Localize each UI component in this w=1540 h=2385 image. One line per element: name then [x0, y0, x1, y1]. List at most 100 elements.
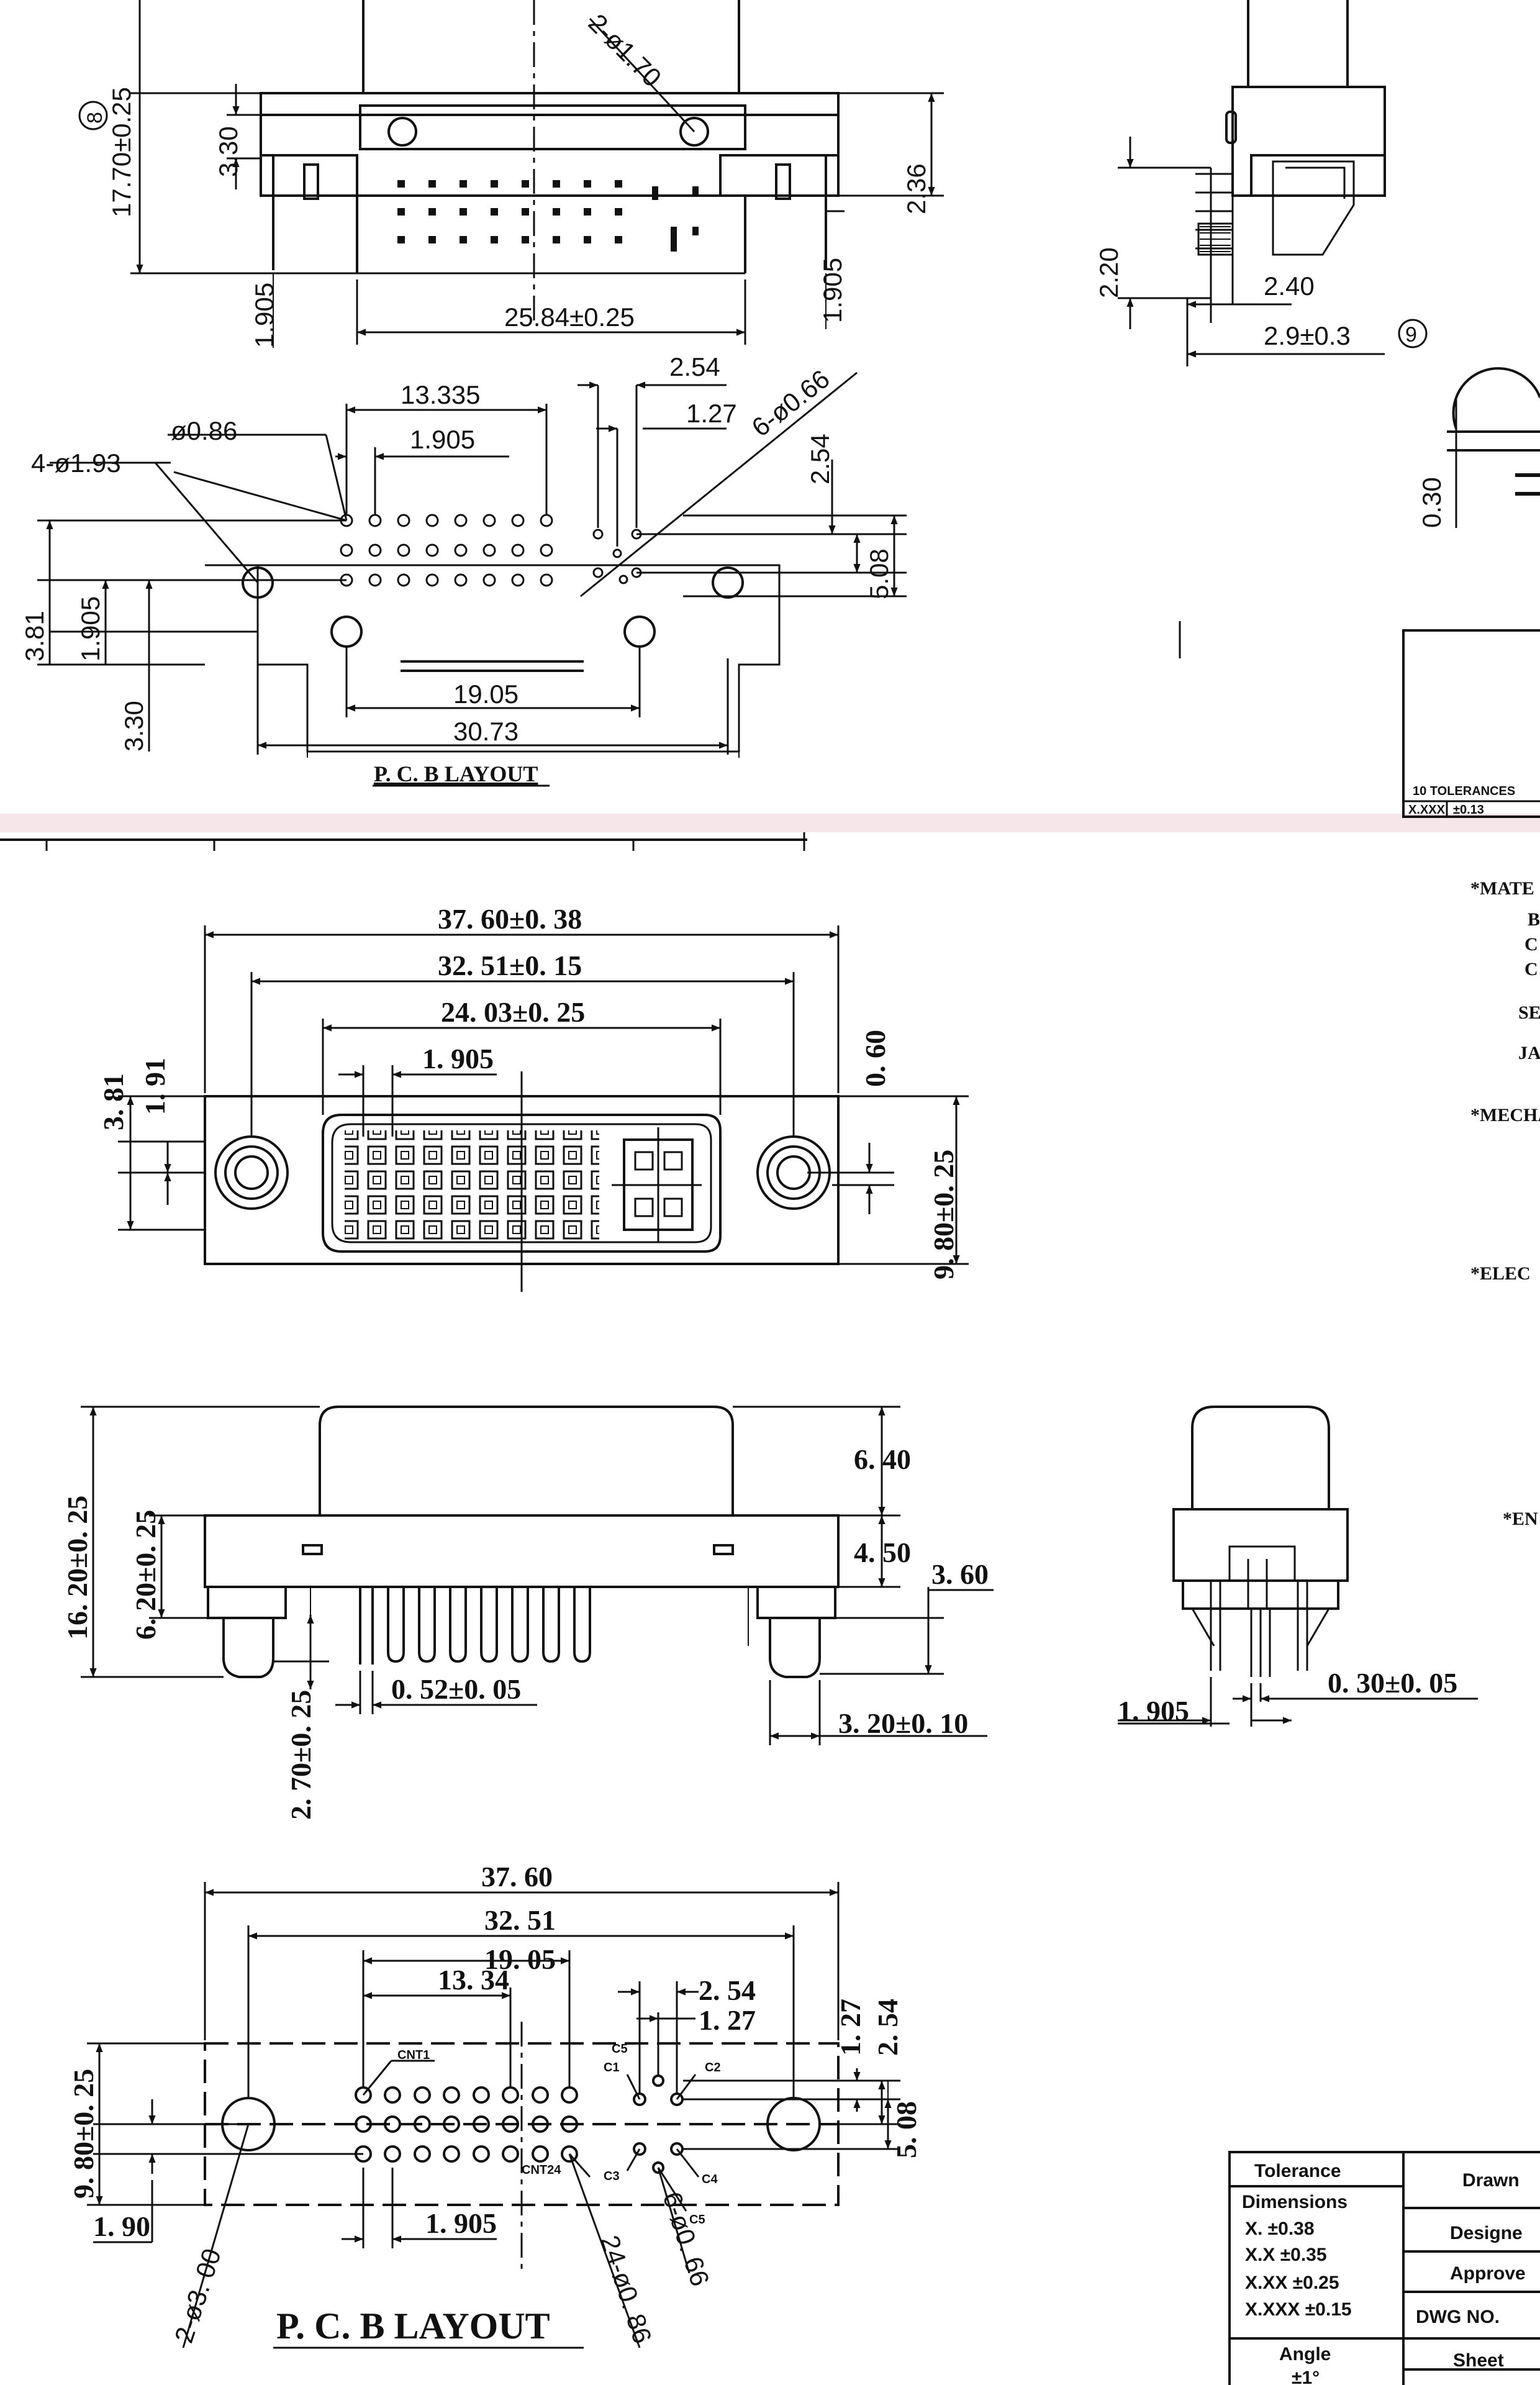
pcb-dim-2-54-v: 2.54 — [805, 434, 835, 484]
front-dim-37-60: 37. 60±0. 38 — [438, 903, 582, 935]
pcb-dim-1-905-v: 1.905 — [76, 596, 105, 661]
pin-label-cnt1: CNT1 — [397, 2048, 430, 2062]
tb-angle: Angle — [1279, 2344, 1331, 2365]
pcb-top-caption: P. C. B LAYOUT — [374, 761, 538, 786]
tb-x: X. ±0.38 — [1245, 2219, 1315, 2239]
pcb-dim-1-27: 1.27 — [686, 399, 737, 428]
dim-1-905-right: 1.905 — [818, 258, 847, 323]
pin-label-c3: C3 — [604, 2169, 620, 2183]
pin-label-c1: C1 — [604, 2061, 620, 2074]
mark-8-circle: 8 — [78, 101, 108, 130]
svg-text:SE: SE — [1518, 1002, 1540, 1023]
tb-designed: Designe — [1450, 2223, 1523, 2243]
front-dim-3-81: 3. 81 — [97, 1073, 129, 1130]
dim-2-phi170: 2-ø1.70 — [583, 8, 668, 93]
front-dim-1-905: 1. 905 — [422, 1043, 494, 1074]
dim-1-905-left: 1.905 — [250, 283, 279, 348]
tb-xx: X.X ±0.35 — [1245, 2245, 1327, 2265]
side-view-bottom — [1172, 1406, 1349, 1677]
top-view-pins — [397, 180, 699, 252]
side-view-top — [1195, 0, 1386, 323]
pcb-dim-phi086: ø0.86 — [171, 416, 237, 445]
pcbb-dim-1-90: 1. 90 — [93, 2210, 150, 2242]
svg-text:*ELEC: *ELEC — [1470, 1263, 1531, 1284]
pcbb-dim-32-51: 32. 51 — [484, 1904, 556, 1936]
pcbb-dim-37-60: 37. 60 — [481, 1861, 553, 1892]
svg-text:9: 9 — [1405, 323, 1417, 347]
pcbb-dim-2-phi300: 2-ø3. 00 — [169, 2245, 227, 2346]
side-view-top-dims — [1118, 137, 1385, 658]
dim-2-9: 2.9±0.3 — [1264, 321, 1351, 350]
tb-angle-val: ±1° — [1292, 2368, 1320, 2385]
elevation-view — [204, 1406, 840, 1678]
pcbb-dim-1-27-v: 1. 27 — [835, 1999, 866, 2056]
pcbb-dim-24-phi086: 24-ø0. 86 — [595, 2232, 657, 2347]
pcbb-dim-2-54-v: 2. 54 — [872, 1999, 904, 2056]
pcb-dim-2-54: 2.54 — [669, 352, 720, 381]
svg-text:B: B — [1528, 909, 1540, 930]
title-block — [1228, 2151, 1540, 2385]
tb-sheet: Sheet — [1453, 2350, 1504, 2371]
tb-xxxx: X.XXX ±0.15 — [1245, 2299, 1352, 2320]
dim-17-70: 17.70±0.25 — [107, 87, 136, 217]
pin-label-c4: C4 — [702, 2173, 718, 2186]
elevation-dims — [81, 1406, 994, 1745]
elev-dim-16-20: 16. 20±0. 25 — [61, 1496, 93, 1640]
tb-dwg-no: DWG NO. — [1416, 2307, 1500, 2327]
pcb-dim-19-05: 19.05 — [453, 679, 519, 709]
small-tol-c2: ±0.13 — [1453, 803, 1484, 817]
tb-tolerance: Tolerance — [1254, 2161, 1341, 2181]
pcbb-dim-9-80: 9. 80±0. 25 — [68, 2069, 99, 2199]
pcb-bottom-dims — [87, 1882, 900, 2349]
pcb-bottom-caption: P. C. B LAYOUT — [276, 2306, 550, 2346]
tb-drawn: Drawn — [1462, 2170, 1520, 2191]
pcb-dim-3-30: 3.30 — [119, 701, 148, 752]
svg-text:*EN: *EN — [1503, 1509, 1538, 1529]
elevation-pins — [359, 1587, 591, 1665]
top-view — [260, 0, 840, 323]
pcb-top-holes — [340, 514, 642, 587]
pcb-dim-13-335: 13.335 — [401, 380, 480, 409]
elev-dim-3-20: 3. 20±0. 10 — [838, 1707, 968, 1739]
side-dim-1-905: 1. 905 — [1118, 1695, 1189, 1727]
tb-xxx: X.XX ±0.25 — [1245, 2273, 1339, 2293]
small-tol-c1: X.XXX — [1408, 803, 1446, 817]
svg-text:C: C — [1524, 959, 1538, 979]
elev-dim-4-50: 4. 50 — [854, 1537, 911, 1568]
side-notes: *MATE B C C SE JA *MECHA *ELEC *EN — [1470, 878, 1540, 1529]
elev-dim-3-60: 3. 60 — [931, 1558, 989, 1590]
tb-dimensions: Dimensions — [1242, 2192, 1348, 2212]
svg-text:*MECHA: *MECHA — [1470, 1105, 1540, 1125]
svg-text:JA: JA — [1518, 1043, 1540, 1063]
dim-0-30: 0.30 — [1417, 477, 1446, 528]
dim-2-36: 2.36 — [902, 163, 931, 214]
small-tol-row1: 10 TOLERANCES — [1413, 784, 1515, 798]
side-detail-small — [1447, 367, 1540, 528]
pin-label-c5: C5 — [612, 2042, 628, 2056]
pcb-dim-3-81: 3.81 — [20, 611, 49, 661]
pcb-dim-30-73: 30.73 — [453, 717, 519, 746]
elev-dim-6-20: 6. 20±0. 25 — [130, 1510, 161, 1640]
small-tol-table — [1402, 629, 1540, 818]
tb-approved: Approve — [1450, 2263, 1526, 2284]
front-dim-1-91: 1. 91 — [139, 1058, 171, 1115]
front-dim-9-80: 9. 80±0. 25 — [928, 1150, 959, 1279]
upper-separator-band — [0, 814, 1540, 832]
pin-label-c2: C2 — [705, 2061, 721, 2074]
pcb-dim-5-08: 5.08 — [864, 548, 894, 599]
pin-label-c5b: C5 — [689, 2213, 705, 2227]
pcbb-dim-19-05: 19. 05 — [484, 1943, 556, 1975]
svg-text:8: 8 — [83, 112, 107, 124]
pcb-dim-4-phi193: 4-ø1.93 — [31, 448, 121, 478]
svg-text:C: C — [1524, 934, 1538, 955]
dim-2-20: 2.20 — [1094, 247, 1123, 298]
pcb-top-dims — [37, 371, 907, 787]
top-view-dims — [130, 0, 944, 348]
front-dim-24-03: 24. 03±0. 25 — [441, 996, 585, 1028]
front-view-dims — [118, 925, 969, 1292]
dim-2-40: 2.40 — [1264, 271, 1315, 301]
front-dim-0-60: 0. 60 — [859, 1030, 891, 1087]
elev-dim-0-52: 0. 52±0. 05 — [391, 1673, 521, 1705]
dim-25-84: 25.84±0.25 — [504, 302, 635, 332]
